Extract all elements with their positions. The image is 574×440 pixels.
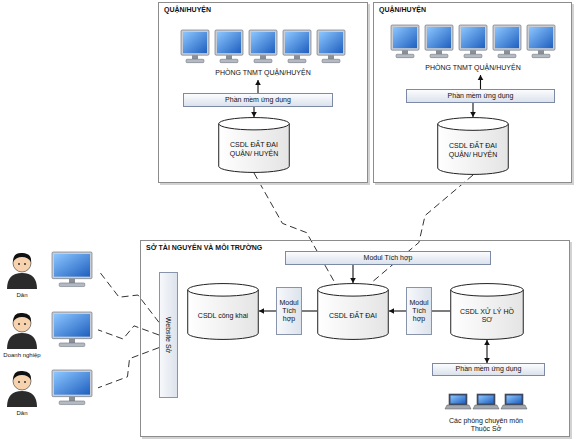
region-panel: QUẬN/HUYỆN PHÒNG TNMT QUẬN/HUYỆN Phần mềm …	[373, 2, 572, 183]
connector-arrow	[251, 107, 257, 117]
computer-icons	[430, 392, 542, 412]
node-label: Modul Tích hợp	[278, 299, 300, 323]
network-link	[254, 173, 335, 283]
node-label: Website Sở	[164, 317, 172, 353]
laptop-group: Các phòng chuyên môn Thuộc Sở	[430, 392, 542, 434]
database-cylinder: CSDL ĐẤT ĐAI QUẬN/ HUYỆN	[218, 117, 290, 173]
module-box: Modul Tích hợp	[406, 287, 432, 335]
user-icon: Doanh nghiệp	[2, 308, 98, 360]
computer-icons	[388, 23, 558, 61]
node-label: Modul Tích hợp	[408, 299, 430, 323]
workstation-group: PHÒNG TNMT QUẬN/HUYỆN	[388, 23, 558, 75]
node-label: Phần mềm ứng dụng	[448, 92, 514, 100]
region-panel: SỞ TÀI NGUYÊN VÀ MÔI TRƯỜNG Modul Tích hợ…	[140, 240, 570, 437]
node-label: Phần mềm ứng dụng	[456, 365, 522, 373]
cylinder-shape	[317, 283, 389, 340]
user-icon: Dân	[2, 366, 98, 418]
database-cylinder: CSDL XỬ LÝ HỒ SƠ	[450, 283, 524, 340]
network-link	[98, 326, 159, 339]
node-label: Dân	[2, 410, 42, 417]
software-box: Phần mềm ứng dụng	[183, 93, 333, 107]
region-panel: QUẬN/HUYỆN PHÒNG TNMT QUẬN/HUYỆN Phần mềm …	[158, 2, 368, 183]
workstation-group: PHÒNG TNMT QUẬN/HUYỆN	[178, 28, 348, 80]
connector-arrow	[350, 265, 356, 283]
node-label: QUẬN/HUYỆN	[379, 6, 426, 14]
website-box: Website Sở	[159, 272, 178, 398]
software-box: Phần mềm ứng dụng	[432, 363, 545, 376]
node-label: PHÒNG TNMT QUẬN/HUYỆN	[425, 64, 520, 72]
node-label: CSDL ĐẤT ĐAI QUẬN/ HUYỆN	[441, 142, 505, 158]
node-label: Các phòng chuyên môn Thuộc Sở	[444, 417, 528, 433]
node-label: CSDL công khai	[198, 312, 248, 320]
module-band: Modul Tích hợp	[285, 251, 491, 265]
connector-arrow	[255, 80, 261, 93]
connector-arrow	[484, 340, 490, 363]
node-label: QUẬN/HUYỆN	[164, 6, 211, 14]
computer-icons	[178, 28, 348, 66]
node-label: Modul Tích hợp	[364, 254, 413, 262]
node-label: SỞ TÀI NGUYÊN VÀ MÔI TRƯỜNG	[146, 244, 262, 252]
database-cylinder: CSDL ĐẤT ĐAI QUẬN/ HUYỆN	[437, 117, 509, 175]
node-label: PHÒNG TNMT QUẬN/HUYỆN	[215, 69, 310, 77]
connector-arrow	[259, 308, 276, 314]
connector-arrow	[478, 75, 484, 89]
cylinder-shape	[187, 283, 259, 340]
node-label: CSDL XỬ LÝ HỒ SƠ	[454, 308, 520, 324]
database-cylinder: CSDL công khai	[187, 283, 259, 340]
node-label: Phần mềm ứng dụng	[225, 96, 291, 104]
network-link	[371, 175, 473, 283]
network-link	[98, 270, 159, 323]
database-cylinder: CSDL ĐẤT ĐAI	[317, 283, 389, 340]
connector-arrow	[389, 308, 406, 314]
module-box: Modul Tích hợp	[276, 287, 302, 335]
user-icon: Dân	[2, 248, 98, 300]
connector-arrow	[432, 311, 450, 312]
node-label: Doanh nghiệp	[2, 352, 42, 359]
node-label: CSDL ĐẤT ĐAI QUẬN/ HUYỆN	[222, 141, 286, 157]
network-link	[98, 348, 159, 388]
person-computer-icon	[2, 308, 98, 350]
node-label: Dân	[2, 292, 42, 299]
connector-arrow	[302, 311, 317, 312]
node-label: CSDL ĐẤT ĐAI	[329, 312, 377, 320]
person-computer-icon	[2, 248, 98, 290]
software-box: Phần mềm ứng dụng	[406, 89, 555, 103]
person-computer-icon	[2, 366, 98, 408]
connector-arrow	[470, 103, 476, 117]
